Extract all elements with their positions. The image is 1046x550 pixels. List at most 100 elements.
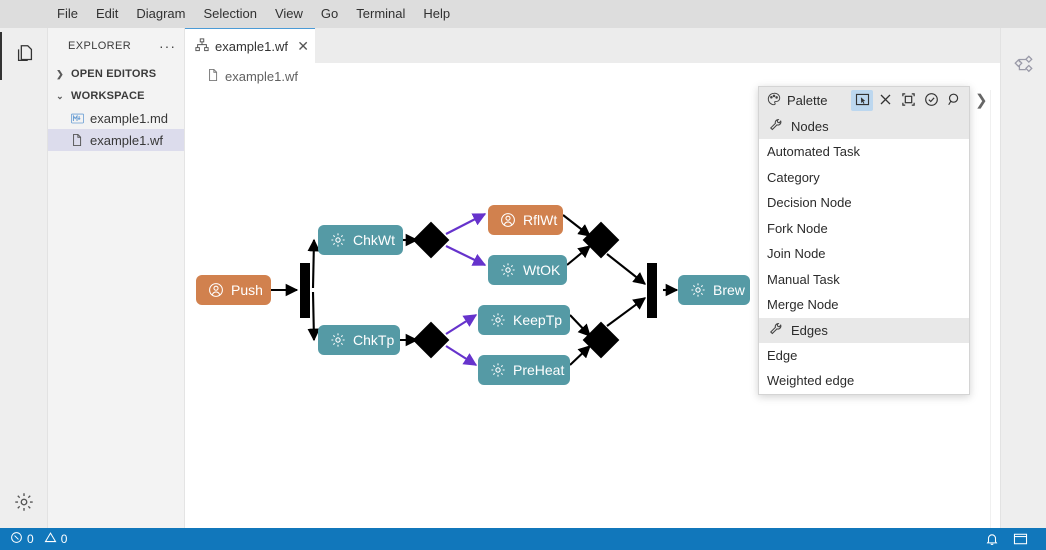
- menu-bar: File Edit Diagram Selection View Go Term…: [0, 0, 1046, 28]
- menu-item-diagram[interactable]: Diagram: [136, 6, 186, 21]
- palette-item-label: Automated Task: [767, 144, 860, 160]
- tab-example1-wf[interactable]: example1.wf ✕: [185, 28, 315, 63]
- gear-icon: [490, 312, 506, 328]
- activity-settings-button[interactable]: [0, 480, 48, 528]
- palette-item-category[interactable]: Category: [759, 165, 969, 191]
- activity-bar-left: [0, 28, 48, 528]
- breadcrumb: example1.wf: [185, 63, 1000, 90]
- close-icon[interactable]: ✕: [297, 38, 309, 54]
- node-rflwt[interactable]: RflWt: [488, 205, 563, 235]
- explorer-sidebar: EXPLORER ··· ❯ OPEN EDITORS ⌄ WORKSPACE …: [48, 28, 185, 528]
- palette-collapse-chevron-icon[interactable]: ❯: [975, 92, 988, 109]
- generic-file-icon: [70, 133, 84, 147]
- node-label: ChkTp: [353, 332, 395, 348]
- marquee-tool-button[interactable]: [897, 90, 919, 111]
- diagram-outline-button[interactable]: [1001, 44, 1046, 90]
- menu-item-help[interactable]: Help: [423, 6, 451, 21]
- palette-item-label: Edge: [767, 347, 798, 363]
- editor-area: example1.wf ✕ example1.wf: [185, 28, 1000, 528]
- layout-panel-button[interactable]: [1013, 532, 1028, 546]
- files-icon: [14, 43, 36, 70]
- menu-item-go[interactable]: Go: [320, 6, 339, 21]
- node-label: Brew: [713, 282, 745, 298]
- gear-icon: [330, 232, 346, 248]
- palette-item-automated-task[interactable]: Automated Task: [759, 139, 969, 165]
- sidebar-section-workspace[interactable]: ⌄ WORKSPACE: [48, 85, 184, 107]
- palette-item-label: Fork Node: [767, 220, 828, 236]
- node-push[interactable]: Push: [196, 275, 271, 305]
- validate-tool-button[interactable]: [920, 90, 942, 111]
- node-preheat[interactable]: PreHeat: [478, 355, 570, 385]
- palette-item-label: Join Node: [767, 246, 826, 262]
- menu-item-edit[interactable]: Edit: [95, 6, 119, 21]
- status-bar: 0 0: [0, 528, 1046, 550]
- breadcrumb-label[interactable]: example1.wf: [225, 69, 298, 84]
- palette-item-join-node[interactable]: Join Node: [759, 241, 969, 267]
- explorer-more-actions-icon[interactable]: ···: [159, 37, 176, 54]
- person-icon: [500, 212, 516, 228]
- palette-group-label: Edges: [791, 322, 828, 338]
- gear-icon: [13, 491, 35, 518]
- activity-explorer-button[interactable]: [0, 32, 48, 80]
- palette-item-label: Weighted edge: [767, 373, 855, 389]
- palette-item-merge-node[interactable]: Merge Node: [759, 292, 969, 318]
- menu-item-selection[interactable]: Selection: [203, 6, 257, 21]
- node-keeptp[interactable]: KeepTp: [478, 305, 570, 335]
- chevron-down-icon: ⌄: [56, 90, 64, 101]
- palette-item-edge[interactable]: Edge: [759, 343, 969, 369]
- cursor-box-icon: [855, 92, 870, 110]
- node-wtok[interactable]: WtOK: [488, 255, 567, 285]
- node-chkwt[interactable]: ChkWt: [318, 225, 403, 255]
- palette-group-label: Nodes: [791, 119, 829, 134]
- gear-icon: [330, 332, 346, 348]
- menu-item-terminal[interactable]: Terminal: [356, 6, 406, 21]
- palette-item-manual-task[interactable]: Manual Task: [759, 267, 969, 293]
- delete-tool-button[interactable]: [874, 90, 896, 111]
- editor-tab-bar: example1.wf ✕: [185, 28, 1000, 63]
- fork-node[interactable]: [300, 263, 310, 318]
- sidebar-file-label: example1.md: [90, 110, 169, 126]
- palette-item-weighted-edge[interactable]: Weighted edge: [759, 368, 969, 394]
- palette-item-label: Category: [767, 169, 820, 185]
- select-tool-button[interactable]: [851, 90, 873, 111]
- palette-item-label: Decision Node: [767, 195, 852, 211]
- gear-icon: [490, 362, 506, 378]
- wrench-icon: [769, 118, 783, 135]
- wrench-icon: [769, 322, 783, 339]
- sidebar-file-example1-md[interactable]: example1.md: [48, 107, 184, 129]
- person-icon: [208, 282, 224, 298]
- menu-item-view[interactable]: View: [274, 6, 303, 21]
- node-label: KeepTp: [513, 312, 563, 328]
- sidebar-file-example1-wf[interactable]: example1.wf: [48, 129, 184, 151]
- markdown-file-icon: [70, 111, 84, 125]
- sidebar-file-label: example1.wf: [90, 132, 163, 148]
- canvas-scrollbar[interactable]: [990, 90, 1000, 528]
- palette-icon: [767, 92, 781, 109]
- status-problems[interactable]: 0 0: [10, 531, 67, 547]
- sidebar-section-open-editors[interactable]: ❯ OPEN EDITORS: [48, 63, 184, 85]
- explorer-title: EXPLORER: [68, 39, 132, 52]
- file-icon: [207, 68, 219, 85]
- palette-item-label: Merge Node: [767, 297, 839, 313]
- search-tool-button[interactable]: [943, 90, 965, 111]
- check-circle-icon: [924, 92, 939, 110]
- palette-group-nodes[interactable]: Nodes: [759, 114, 969, 139]
- palette-group-edges[interactable]: Edges: [759, 317, 969, 343]
- notifications-bell-button[interactable]: [985, 532, 999, 546]
- sidebar-section-workspace-label: WORKSPACE: [71, 90, 145, 102]
- palette-header: Palette: [759, 87, 969, 114]
- palette-toolbar: [851, 90, 965, 111]
- palette-item-decision-node[interactable]: Decision Node: [759, 190, 969, 216]
- activity-bar-right: [1000, 28, 1046, 528]
- gear-icon: [500, 262, 516, 278]
- diagram-graph-icon: [1013, 54, 1035, 81]
- menu-item-file[interactable]: File: [57, 6, 78, 21]
- join-node[interactable]: [647, 263, 657, 318]
- node-brew[interactable]: Brew: [678, 275, 750, 305]
- warning-triangle-icon: [44, 531, 57, 547]
- node-chktp[interactable]: ChkTp: [318, 325, 400, 355]
- palette-item-fork-node[interactable]: Fork Node: [759, 216, 969, 242]
- node-label: Push: [231, 282, 263, 298]
- node-label: ChkWt: [353, 232, 395, 248]
